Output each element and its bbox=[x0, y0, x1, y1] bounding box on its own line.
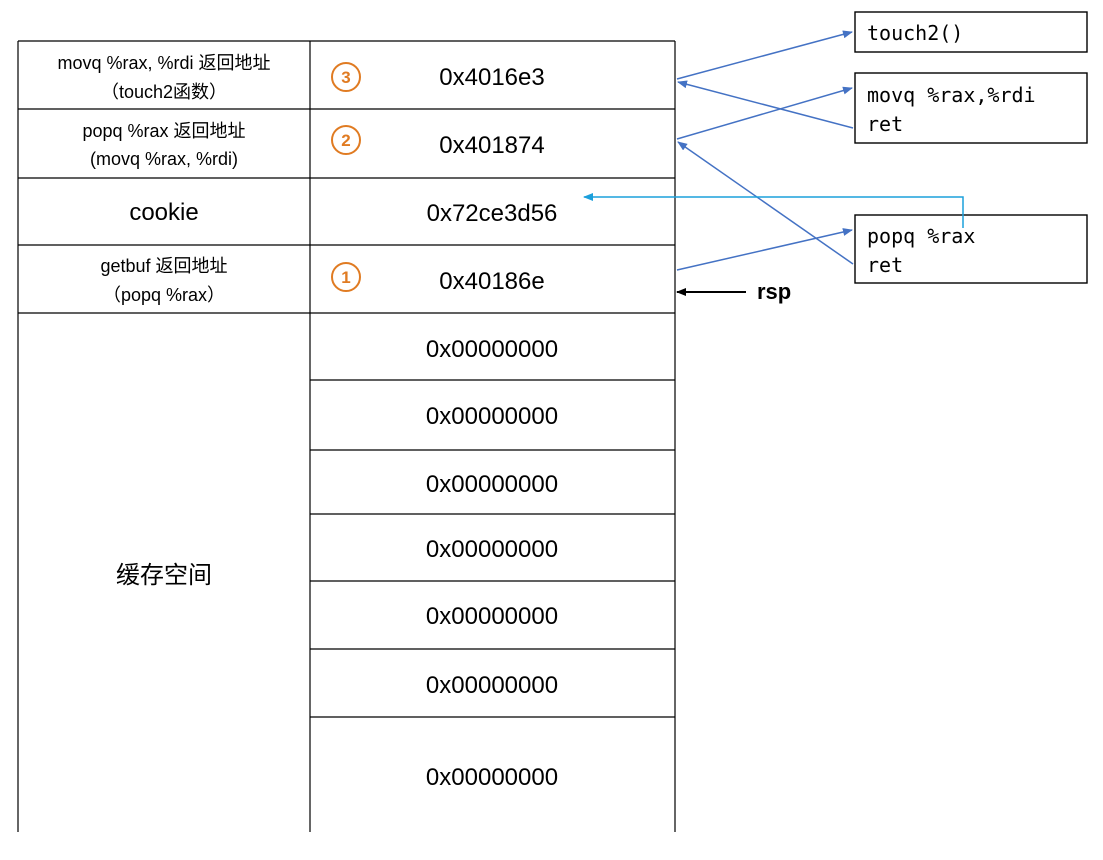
step-marker-2: 2 bbox=[331, 125, 361, 155]
step-marker-2-label: 2 bbox=[341, 131, 350, 150]
row11-value: 0x00000000 bbox=[426, 764, 558, 791]
rsp-label: rsp bbox=[757, 279, 791, 304]
code-box-movq: movq %rax,%rdi ret bbox=[854, 72, 1088, 144]
buffer-label: 缓存空间 bbox=[116, 562, 212, 589]
step-marker-3-label: 3 bbox=[341, 68, 350, 87]
code-box-popq-line1: popq %rax bbox=[867, 224, 975, 248]
row4-left-line1: getbuf 返回地址 bbox=[100, 256, 227, 276]
row2-value: 0x401874 bbox=[439, 132, 544, 159]
stack-grid bbox=[17, 40, 676, 832]
step-marker-1: 1 bbox=[331, 262, 361, 292]
code-box-popq: popq %rax ret bbox=[854, 214, 1088, 284]
row7-value: 0x00000000 bbox=[426, 471, 558, 498]
code-box-movq-line2: ret bbox=[867, 112, 903, 136]
arrow-to-touch2 bbox=[676, 30, 853, 80]
row2-left-line2: (movq %rax, %rdi) bbox=[90, 149, 238, 169]
code-box-touch2-line1: touch2() bbox=[867, 21, 963, 45]
row3-value: 0x72ce3d56 bbox=[427, 200, 558, 227]
row4-value: 0x40186e bbox=[439, 268, 544, 295]
step-marker-1-label: 1 bbox=[341, 268, 350, 287]
arrow-popq-ret-back bbox=[677, 141, 854, 265]
row10-value: 0x00000000 bbox=[426, 672, 558, 699]
code-box-popq-line2: ret bbox=[867, 253, 903, 277]
row1-left-line2: （touch2函数） bbox=[101, 82, 227, 102]
arrow-to-popq bbox=[676, 228, 853, 271]
row1-value: 0x4016e3 bbox=[439, 64, 544, 91]
arrow-movq-ret-back bbox=[677, 80, 854, 129]
row5-value: 0x00000000 bbox=[426, 336, 558, 363]
row2-left-line1: popq %rax 返回地址 bbox=[82, 121, 245, 141]
arrows bbox=[583, 30, 964, 296]
row6-value: 0x00000000 bbox=[426, 403, 558, 430]
row1-left-line1: movq %rax, %rdi 返回地址 bbox=[57, 53, 270, 73]
code-box-movq-line1: movq %rax,%rdi bbox=[867, 83, 1036, 107]
row8-value: 0x00000000 bbox=[426, 536, 558, 563]
arrow-pop-cookie bbox=[583, 193, 964, 228]
step-marker-3: 3 bbox=[331, 62, 361, 92]
row4-left-line2: （popq %rax） bbox=[103, 285, 225, 305]
row3-left-line1: cookie bbox=[129, 199, 198, 226]
arrow-to-movq bbox=[676, 86, 853, 140]
row9-value: 0x00000000 bbox=[426, 603, 558, 630]
code-box-touch2: touch2() bbox=[854, 11, 1088, 53]
